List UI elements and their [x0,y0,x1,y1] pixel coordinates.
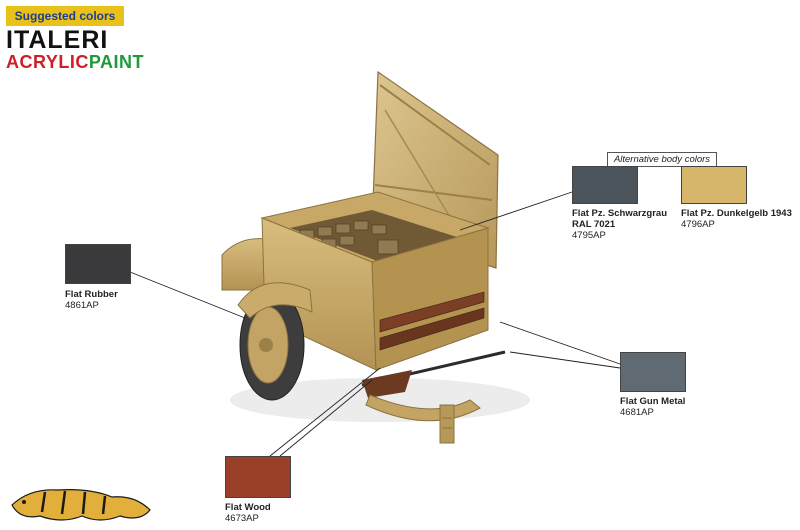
color-code: 4861AP [65,300,99,311]
brand-logo-italeri: ITALERI [6,26,109,54]
color-name: Flat Wood [225,502,271,513]
color-name: Flat Pz. Dunkelgelb 1943 [681,208,792,219]
brand-paint: PAINT [88,52,145,72]
swatch-flat-pz-dunkelgelb [681,166,747,204]
swatch-flat-gun-metal [620,352,686,392]
alternative-body-colors-label: Alternative body colors [607,152,717,167]
color-code: 4796AP [681,219,715,230]
tiger-logo-icon [11,489,151,521]
suggested-colors-badge: Suggested colors [6,6,124,26]
label-flat-pz-schwarzgrau: Flat Pz. Schwarzgrau RAL 7021 4795AP [572,208,667,241]
wheel-center [259,338,273,352]
color-code: 4673AP [225,513,259,524]
swatch-flat-pz-schwarzgrau [572,166,638,204]
wheel-fender [237,282,313,319]
color-name-line2: RAL 7021 [572,219,616,230]
color-name: Flat Pz. Schwarzgrau [572,208,668,219]
label-flat-pz-dunkelgelb: Flat Pz. Dunkelgelb 1943 4796AP [681,208,792,230]
wood-planks [379,291,485,351]
lid-strut [379,84,491,166]
tow-stand [439,404,455,444]
color-name: Flat Gun Metal [620,396,686,407]
color-name: Flat Rubber [65,289,118,300]
swatch-flat-wood [225,456,291,498]
rifle-stock [362,370,412,398]
brand-logo-acrylic-paint: ACRYLICPAINT [6,52,144,72]
swatch-flat-rubber [65,244,131,284]
label-flat-gun-metal: Flat Gun Metal 4681AP [620,396,685,418]
color-code: 4681AP [620,407,654,418]
leader-lines [129,191,621,457]
label-flat-wood: Flat Wood 4673AP [225,502,271,524]
label-flat-rubber: Flat Rubber 4861AP [65,289,118,311]
lid-strut [374,184,493,201]
brand-acrylic: ACRYLIC [6,52,89,72]
color-code: 4795AP [572,230,606,241]
